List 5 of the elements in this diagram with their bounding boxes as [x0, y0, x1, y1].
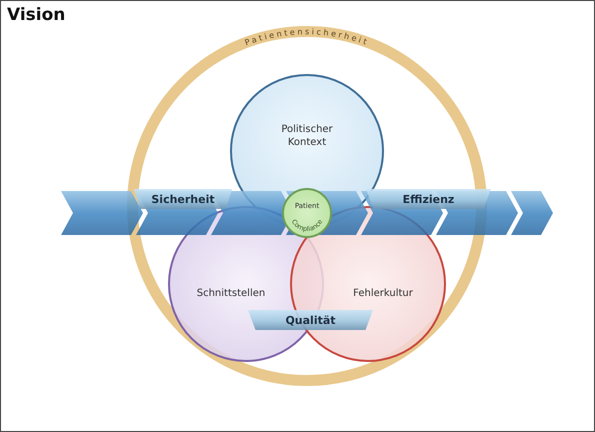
circle-label: Fehlerkultur — [353, 287, 413, 301]
banner-label: Qualität — [248, 310, 373, 330]
circle-label: Politischer Kontext — [280, 122, 334, 150]
diagram-title: Vision — [7, 5, 66, 25]
circle-label: Schnittstellen — [196, 287, 266, 301]
